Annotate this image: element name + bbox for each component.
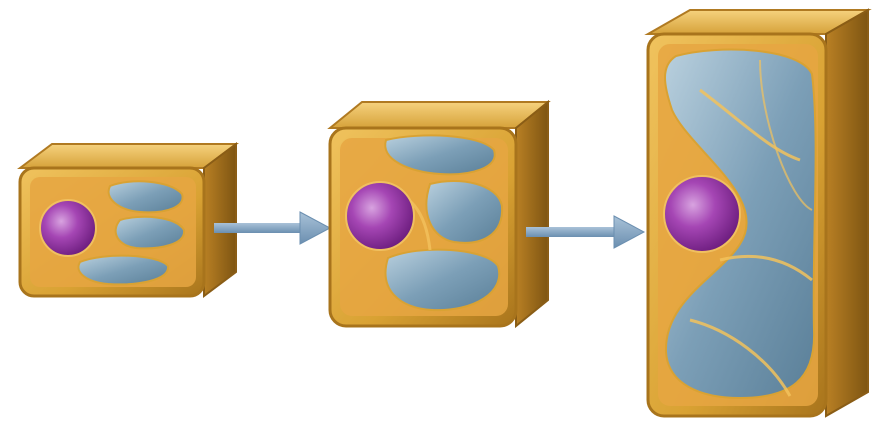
vacuole <box>77 254 169 286</box>
vacuole <box>384 248 501 312</box>
nucleus <box>663 175 741 253</box>
vacuole <box>107 180 184 214</box>
growth-arrow <box>214 211 332 245</box>
large-cell <box>644 8 872 418</box>
small-cell <box>17 142 239 298</box>
nucleus <box>39 199 97 257</box>
nucleus <box>345 181 415 251</box>
vacuole <box>114 215 186 250</box>
vacuole <box>384 134 496 176</box>
medium-cell <box>327 99 551 329</box>
growth-arrow <box>526 215 646 249</box>
vacuole <box>664 48 817 400</box>
vacuole <box>425 180 504 244</box>
